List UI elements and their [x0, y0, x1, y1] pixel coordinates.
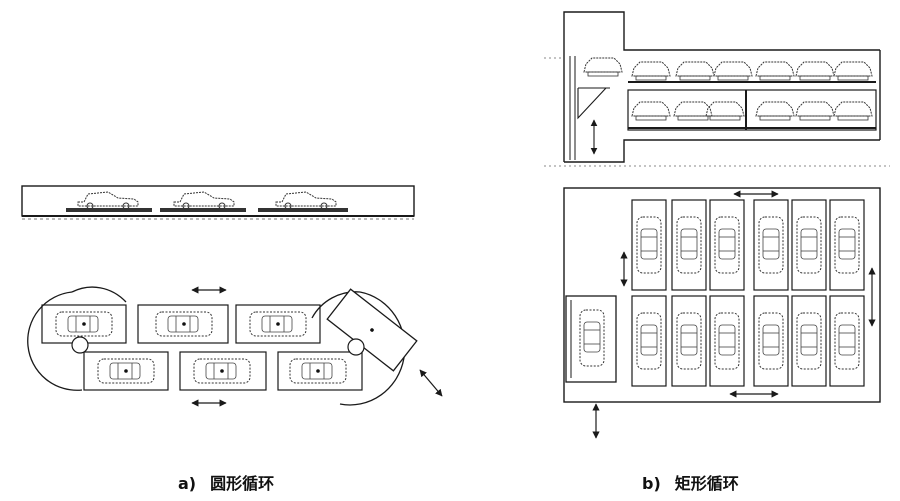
car-icon [758, 216, 784, 274]
car-icon [796, 312, 822, 370]
pallet-row-top [631, 199, 865, 291]
car-icon [631, 61, 671, 81]
car-icon [795, 61, 835, 81]
car-icon [636, 312, 662, 370]
car-icon [833, 101, 873, 121]
car-icon [714, 216, 740, 274]
rectangular-plan-view [563, 187, 881, 439]
caption-a: a) 圆形循环 [178, 470, 288, 494]
car-icon [705, 101, 745, 121]
car-icon [676, 312, 702, 370]
car-icon [834, 312, 860, 370]
car-icon [714, 312, 740, 370]
caption-b: b) 矩形循环 [642, 470, 753, 494]
car-icon [673, 101, 713, 121]
caption-a-letter: a) [178, 474, 197, 493]
rectangular-elevation-view [544, 11, 890, 167]
caption-a-title: 圆形循环 [210, 474, 275, 493]
car-icon [833, 61, 873, 81]
car-icon [583, 57, 623, 77]
caption-b-title: 矩形循环 [674, 474, 739, 493]
car-icon [77, 191, 139, 210]
car-icon [173, 191, 235, 210]
pallet-row-bottom [631, 295, 865, 387]
car-icon [631, 101, 671, 121]
double-arrow-icon [419, 369, 443, 397]
car-icon [755, 101, 795, 121]
car-icon [579, 309, 605, 367]
car-icon [758, 312, 784, 370]
car-icon [676, 216, 702, 274]
car-icon [275, 191, 337, 210]
circular-elevation-view [21, 185, 415, 220]
car-icon [675, 61, 715, 81]
car-icon [636, 216, 662, 274]
car-icon [834, 216, 860, 274]
car-icon [795, 101, 835, 121]
car-icon [755, 61, 795, 81]
car-icon [713, 61, 753, 81]
caption-b-letter: b) [642, 474, 661, 493]
car-icon [796, 216, 822, 274]
circular-plan-view [27, 286, 443, 407]
